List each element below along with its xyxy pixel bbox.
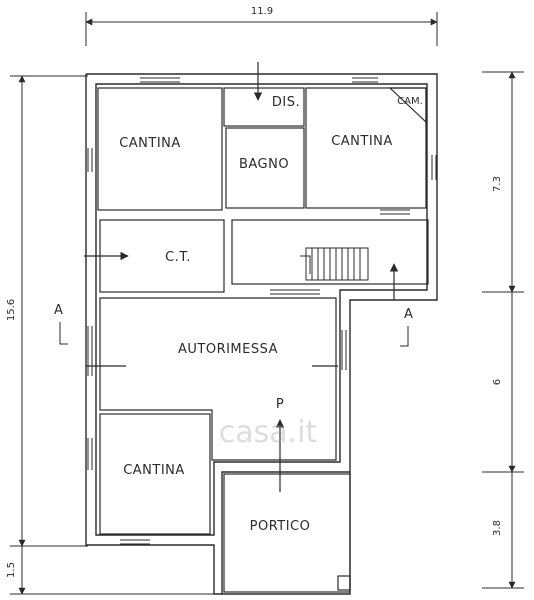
room-label-cam: CAM. xyxy=(397,96,423,107)
room-label-dis: DIS. xyxy=(272,95,300,110)
dim-top-width: 11.9 xyxy=(251,6,273,17)
dim-right-middle: 6 xyxy=(492,379,503,385)
room-label-portico: PORTICO xyxy=(250,519,311,534)
room-label-autorimessa: AUTORIMESSA xyxy=(178,342,278,357)
room-label-cantina-top-left: CANTINA xyxy=(119,136,181,151)
room-label-cantina-top-right: CANTINA xyxy=(331,134,393,149)
dim-right-lower: 3.8 xyxy=(492,520,503,536)
dim-right-upper: 7.3 xyxy=(492,176,503,192)
dimension-lines xyxy=(10,12,524,595)
room-label-bagno: BAGNO xyxy=(239,157,289,172)
entrance-label: P xyxy=(276,397,284,412)
room-label-ct: C.T. xyxy=(165,250,191,265)
inner-walls xyxy=(97,87,429,593)
watermark: casa.it xyxy=(219,415,318,450)
section-mark-right: A xyxy=(404,307,413,322)
section-marks xyxy=(59,322,409,347)
room-label-cantina-bottom: CANTINA xyxy=(123,463,185,478)
staircase xyxy=(300,247,369,281)
windows xyxy=(87,73,437,545)
section-mark-left: A xyxy=(54,303,63,318)
outer-walls xyxy=(85,73,438,595)
entry-arrows xyxy=(84,62,399,492)
dim-left-bottom: 1.5 xyxy=(6,562,17,578)
dim-left-height: 15.6 xyxy=(6,299,17,321)
